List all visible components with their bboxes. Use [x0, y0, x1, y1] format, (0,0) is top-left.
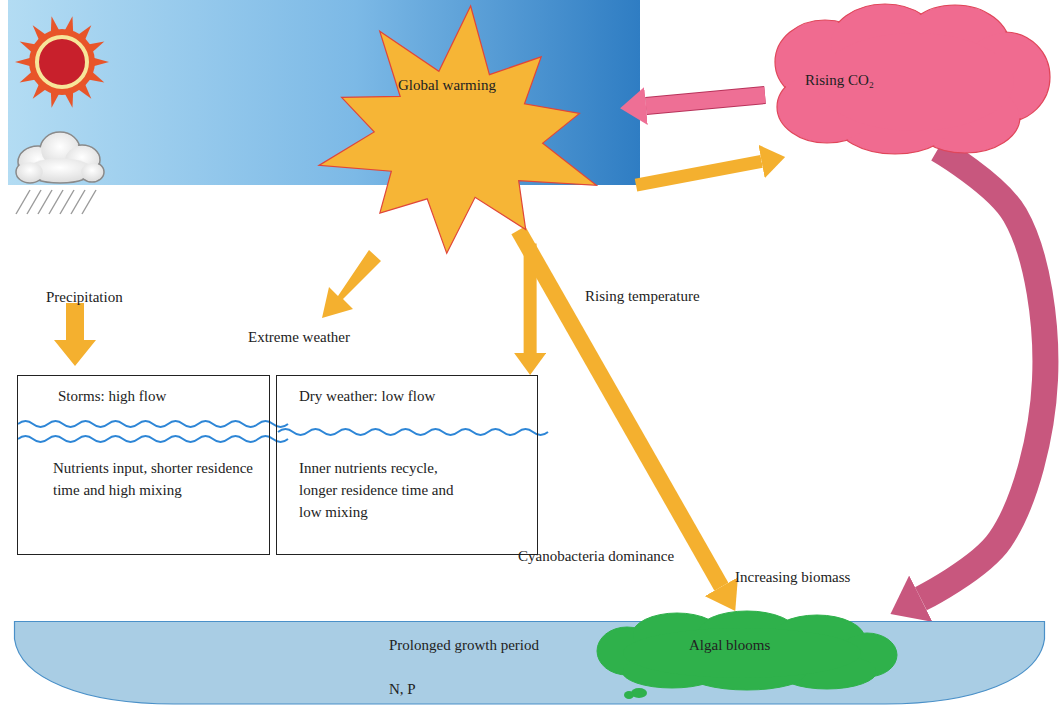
bloom-blob — [624, 691, 634, 699]
rain-line — [27, 190, 41, 214]
cloud-node: Rising CO₂ — [765, 2, 1053, 157]
arrow-outline — [646, 95, 765, 106]
node-body: N, P — [389, 679, 469, 701]
node-outline — [577, 611, 900, 703]
process-box: Dry weather: low flowInner nutrients rec… — [276, 375, 538, 555]
rain-line — [71, 190, 85, 214]
node-heading: Prolonged growth period — [389, 635, 579, 657]
cloud-fill — [17, 162, 43, 182]
rain-line — [49, 190, 63, 214]
flow-arrow — [921, 149, 1046, 598]
starburst-outline — [319, 6, 596, 253]
cloud-fill — [623, 628, 861, 678]
rain-line — [38, 190, 52, 214]
annotation-label: Rising temperature — [585, 287, 700, 307]
rain-line — [60, 190, 74, 214]
sun-disc — [29, 29, 95, 95]
node-outline — [318, 5, 636, 270]
flow-arrow — [518, 230, 721, 586]
node-heading: Storms: high flow — [58, 386, 258, 408]
cloud-node: Algal blooms — [577, 611, 900, 691]
cloud-fill — [81, 163, 103, 181]
sun-icon — [15, 16, 109, 108]
node-heading: Rising CO₂ — [805, 70, 955, 92]
annotation-label: Cyanobacteria dominance — [518, 547, 674, 567]
node-heading: Algal blooms — [689, 635, 799, 657]
wave-line — [278, 429, 548, 435]
node-body: Inner nutrients recycle, longer residenc… — [299, 458, 479, 523]
water-waves — [18, 421, 548, 442]
node-body: Nutrients input, shorter residence time … — [53, 458, 253, 502]
precipitation-arrow — [54, 303, 96, 366]
annotation-label: Extreme weather — [248, 328, 350, 348]
sun-core — [37, 37, 87, 87]
flow-arrow — [646, 95, 765, 106]
lake-outline — [15, 622, 1045, 705]
node-heading: Dry weather: low flow — [299, 386, 529, 408]
rain-cloud-icon — [16, 132, 104, 214]
flow-arrow — [636, 161, 762, 185]
wave-line — [18, 421, 288, 427]
annotation-label: Precipitation — [46, 288, 123, 308]
rain-line — [16, 190, 30, 214]
node-heading: Global warming — [398, 75, 568, 97]
rain-line — [82, 190, 96, 214]
extreme-weather-arrow — [322, 250, 381, 318]
annotation-label: Increasing biomass — [735, 568, 850, 588]
process-box: Storms: high flowNutrients input, shorte… — [17, 375, 270, 555]
wave-line — [18, 436, 288, 442]
lake-band: Prolonged growth period N, P Algal blooms — [14, 621, 1045, 705]
starburst-node: Global warming — [318, 5, 636, 270]
